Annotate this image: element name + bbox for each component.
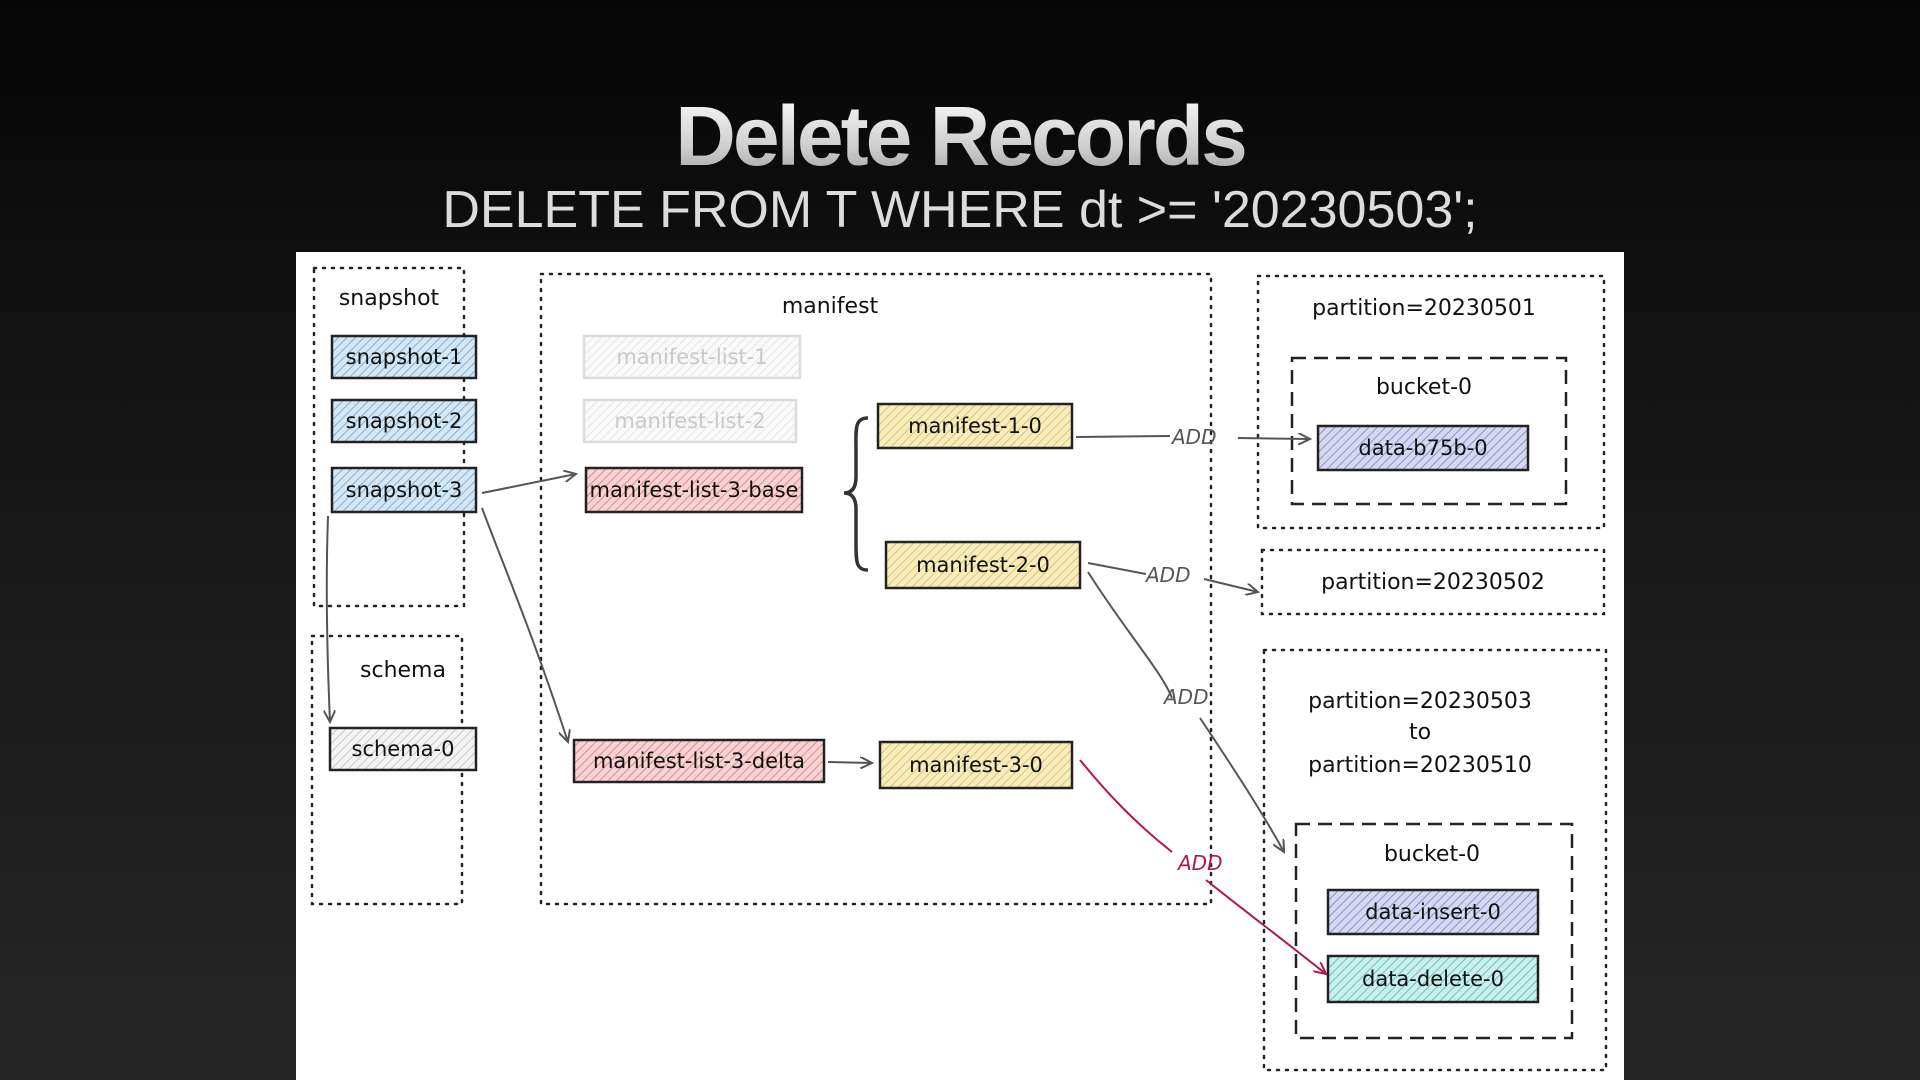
edge-snapshot3-to-manifest-list-3-base (481, 474, 576, 494)
partition-20230501-group (1256, 274, 1606, 530)
partition-20230502-label: partition=20230502 (1321, 570, 1545, 595)
manifest-1-0-label: manifest-1-0 (908, 414, 1042, 438)
manifest-2-0-label: manifest-2-0 (916, 553, 1050, 577)
snapshot-2-node (330, 398, 478, 444)
manifest-3-0-label: manifest-3-0 (909, 753, 1043, 777)
manifest-group (539, 272, 1213, 906)
edge-delta-to-manifest-3-0 (827, 762, 872, 763)
bucket-0-group-a (1290, 356, 1568, 506)
slide-title: Delete Records (0, 88, 1920, 185)
edge-label-add: ADD (1170, 425, 1216, 449)
edge-label-add: ADD (1162, 685, 1208, 709)
data-insert-0-label: data-insert-0 (1365, 900, 1501, 924)
partition-20230501-label: partition=20230501 (1312, 296, 1536, 321)
edge-manifest-3-0-to-data-delete-0 (1079, 759, 1326, 974)
data-delete-0-node (1326, 954, 1540, 1004)
edge-manifest-2-0-to-partition-20230502 (1087, 562, 1258, 592)
snapshot-2-label: snapshot-2 (346, 409, 463, 433)
manifest-list-3-base-label: manifest-list-3-base (590, 478, 799, 502)
manifest-list-3-delta-node (572, 738, 826, 784)
data-delete-0-label: data-delete-0 (1362, 967, 1504, 991)
manifest-list-2-label: manifest-list-2 (614, 409, 765, 433)
edge-label-add: ADD (1144, 563, 1190, 587)
bucket-0-label-b: bucket-0 (1384, 842, 1480, 867)
edge-manifest-1-0-to-data-b75b-0 (1075, 436, 1310, 439)
diagram-canvas: snapshot schema manifest partition=20230… (310, 266, 1608, 1072)
edge-label-add-delete: ADD (1176, 851, 1222, 875)
snapshot-1-node (330, 334, 478, 380)
schema-0-node (328, 726, 478, 772)
bucket-0-group-b (1294, 822, 1574, 1040)
diagram-panel: snapshot schema manifest partition=20230… (296, 252, 1624, 1080)
partition-range-to-label: to (1409, 720, 1431, 745)
data-b75b-0-label: data-b75b-0 (1358, 436, 1487, 460)
manifest-1-0-node (876, 402, 1074, 450)
manifest-list-3-base-node (584, 466, 804, 514)
schema-group (310, 634, 464, 906)
edge-snapshot3-to-manifest-list-3-delta (481, 507, 568, 742)
snapshot-1-label: snapshot-1 (346, 345, 463, 369)
partition-20230503-group (1262, 648, 1608, 1072)
data-b75b-0-node (1316, 424, 1530, 472)
manifest-list-1-label: manifest-list-1 (616, 345, 767, 369)
slide-subtitle: DELETE FROM T WHERE dt >= '20230503'; (442, 181, 1478, 239)
snapshot-group-label: snapshot (339, 286, 440, 311)
manifest-list-2-node (582, 398, 798, 444)
partition-20230502-group (1260, 548, 1606, 616)
bucket-0-label-a: bucket-0 (1376, 375, 1472, 400)
manifest-list-3-delta-label: manifest-list-3-delta (593, 749, 805, 773)
edge-manifest-2-0-to-data-insert-0 (1087, 571, 1284, 852)
snapshot-3-label: snapshot-3 (346, 478, 463, 502)
manifest-3-0-node (878, 740, 1074, 790)
manifest-list-1-node (582, 334, 802, 380)
snapshot-group (312, 266, 466, 608)
schema-0-label: schema-0 (352, 737, 455, 761)
partition-20230510-label: partition=20230510 (1308, 753, 1532, 778)
data-insert-0-node (1326, 888, 1540, 936)
manifest-group-label: manifest (782, 294, 879, 319)
snapshot-3-node (330, 466, 478, 514)
manifest-2-0-node (884, 540, 1082, 590)
schema-group-label: schema (360, 658, 446, 683)
edge-snapshot3-to-schema0 (327, 515, 330, 722)
partition-20230503-label: partition=20230503 (1308, 689, 1532, 714)
manifest-list-brace (843, 416, 869, 572)
